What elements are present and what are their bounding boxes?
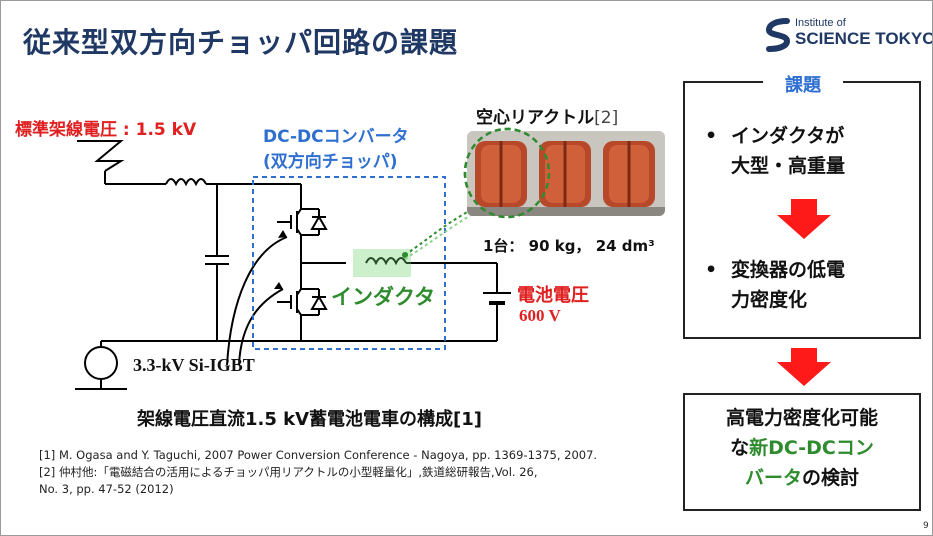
references: [1] M. Ogasa and Y. Taguchi, 2007 Power … <box>39 447 597 498</box>
logo-mark-icon <box>765 18 791 52</box>
converter-label: DC-DCコンバータ <box>263 127 409 147</box>
issue-1-line2: 大型・高重量 <box>731 155 846 177</box>
solution-line3-em: バータ <box>744 467 802 489</box>
solution-line3-post: の検討 <box>802 467 860 489</box>
circuit-diagram <box>75 127 551 390</box>
solution-line2-pre: な <box>730 437 750 459</box>
issue-item-2: • 変換器の低電 力密度化 <box>705 255 845 315</box>
reactor-ref: [2] <box>594 108 619 128</box>
inductor-highlight <box>353 249 411 277</box>
issue-2-line1: 変換器の低電 <box>731 259 846 281</box>
reactor-title-text: 空心リアクトル <box>476 108 595 128</box>
solution-line1: 高電力密度化可能 <box>725 407 878 429</box>
bullet: • <box>705 259 718 281</box>
inductor-label: インダクタ <box>331 285 436 309</box>
solution-text: 高電力密度化可能 な新DC-DCコン バータの検討 <box>691 403 913 493</box>
battery-label: 電池電圧 <box>517 285 589 306</box>
air-core-reactor-photo <box>467 131 665 216</box>
down-arrow-icon <box>777 348 831 386</box>
main-inductor-coil <box>365 257 407 266</box>
logo-line2: SCIENCE TOKYO <box>795 29 933 48</box>
issue-1-line1: インダクタが <box>731 125 845 147</box>
issue-2-line2: 力密度化 <box>731 289 808 311</box>
down-arrow-icon <box>777 199 831 239</box>
reference-2-cont: No. 3, pp. 47-52 (2012) <box>39 482 174 496</box>
wheel-motor-symbol <box>84 346 118 380</box>
page-number: 9 <box>923 521 929 531</box>
battery-voltage: 600 V <box>519 306 561 325</box>
catenary-voltage-label: 標準架線電圧 : 1.5 kV <box>15 120 197 140</box>
converter-sublabel: (双方向チョッパ) <box>263 152 398 172</box>
igbt-label: 3.3-kV Si-IGBT <box>133 355 255 375</box>
reactor-title: 空心リアクトル[2] <box>476 103 618 128</box>
reactor-link <box>404 210 470 256</box>
solution-line2-em: 新DC-DCコン <box>749 437 874 459</box>
figure-caption: 架線電圧直流1.5 kV蓄電池電車の構成[1] <box>137 409 483 430</box>
reference-1: [1] M. Ogasa and Y. Taguchi, 2007 Power … <box>39 448 598 462</box>
pantograph-symbol <box>77 140 125 172</box>
issue-item-1: • インダクタが 大型・高重量 <box>705 121 845 181</box>
institute-logo: Institute of SCIENCE TOKYO <box>765 17 932 57</box>
bullet: • <box>705 125 718 147</box>
converter-boundary <box>252 176 446 350</box>
logo-line1: Institute of <box>795 17 846 29</box>
input-inductor <box>165 178 207 187</box>
reactor-spec: 1台： 90 kg， 24 dm³ <box>483 237 655 255</box>
page-title: 従来型双方向チョッパ回路の課題 <box>23 26 459 59</box>
reference-2: [2] 仲村他:「電磁結合の活用によるチョッパ用リアクトルの小型軽量化」,鉄道総… <box>39 465 538 479</box>
issues-heading: 課題 <box>763 71 843 97</box>
solution-box <box>683 393 921 511</box>
